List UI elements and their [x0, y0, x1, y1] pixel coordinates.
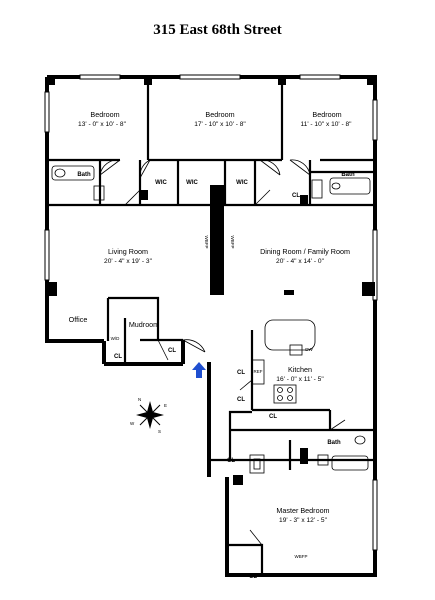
- master-bedroom-label: Master Bedroom: [276, 506, 329, 515]
- mudroom-label: Mudroom: [129, 320, 159, 329]
- cl-label-5: CL: [237, 397, 245, 403]
- cl-label-4: CL: [237, 370, 245, 376]
- bedroom-3-label: Bedroom: [312, 110, 341, 119]
- dw-label: DW: [305, 347, 313, 352]
- refr-label: REF: [254, 369, 263, 374]
- room-labels: Bedroom 13' - 0" x 10' - 8" Bedroom 17' …: [69, 110, 353, 524]
- bath-label-2: Bath: [341, 172, 355, 178]
- small-labels: Bath WIC WIC WIC Bath CL CL CL CL CL CL …: [77, 172, 355, 580]
- wic-label-1: WIC: [155, 180, 167, 186]
- columns: [47, 77, 375, 485]
- dining-room-label: Dining Room / Family Room: [260, 247, 350, 256]
- bedroom-1-dims: 13' - 0" x 10' - 8": [78, 121, 127, 128]
- fixtures: [51, 165, 371, 474]
- compass-w: W: [130, 421, 135, 426]
- bath-label-1: Bath: [77, 172, 91, 178]
- wd-label: W/D: [111, 336, 120, 341]
- cl-label-2: CL: [114, 354, 122, 360]
- compass-icon: N E S W: [130, 397, 167, 434]
- kitchen-label: Kitchen: [288, 365, 312, 374]
- wbfp-label-master: WBFP: [295, 554, 308, 559]
- kitchen-dims: 16' - 0" x 11' - 5": [276, 376, 324, 383]
- living-room-label: Living Room: [108, 247, 148, 256]
- master-bedroom-dims: 19' - 3" x 12' - 5": [279, 517, 328, 524]
- bedroom-3-dims: 11' - 10" x 10' - 8": [300, 121, 352, 128]
- bedroom-2-dims: 17' - 10" x 10' - 8": [194, 121, 246, 128]
- bath-label-3: Bath: [327, 440, 341, 446]
- exterior-walls: [45, 75, 377, 577]
- door-swings: [99, 159, 346, 546]
- office-label: Office: [69, 315, 88, 324]
- compass-s: S: [158, 429, 161, 434]
- wic-label-3: WIC: [236, 180, 248, 186]
- entry-arrow-icon: [192, 362, 206, 378]
- cl-label-1: CL: [292, 193, 300, 199]
- wbfp-label-dining: WBFP: [230, 236, 235, 249]
- dining-room-dims: 20' - 4" x 14' - 0": [276, 258, 325, 265]
- wbfp-label-living: WBFP: [204, 236, 209, 249]
- cl-label-6: CL: [269, 414, 277, 420]
- cl-label-7: CL: [227, 458, 235, 464]
- plan-title: 315 East 68th Street: [153, 22, 282, 38]
- living-room-dims: 20' - 4" x 19' - 3": [104, 258, 153, 265]
- windows: [44, 74, 378, 551]
- cl-label-8: CL: [249, 574, 257, 580]
- bedroom-2-label: Bedroom: [205, 110, 234, 119]
- interior-walls: [45, 80, 375, 575]
- compass-n: N: [138, 397, 141, 402]
- bedroom-1-label: Bedroom: [90, 110, 119, 119]
- cl-label-3: CL: [168, 348, 176, 354]
- wic-label-2: WIC: [186, 180, 198, 186]
- compass-e: E: [164, 403, 167, 408]
